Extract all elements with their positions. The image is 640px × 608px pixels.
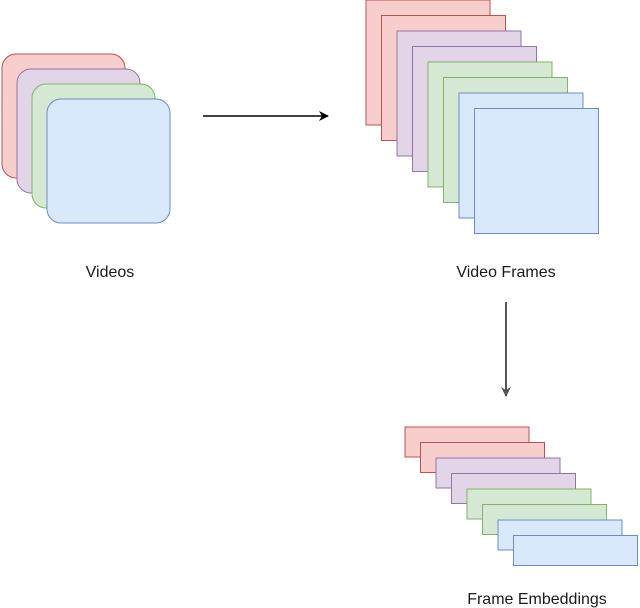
- frame-embedding: [513, 535, 638, 566]
- videos-stack: [1, 53, 171, 224]
- videos-label: Videos: [86, 264, 135, 281]
- video-frames-stack: [365, 0, 599, 234]
- video-card: [46, 98, 171, 224]
- video-frame: [474, 108, 599, 234]
- frame-embeddings-stack: [404, 426, 638, 566]
- video-frames-label: Video Frames: [456, 264, 555, 281]
- frame-embeddings-label: Frame Embeddings: [467, 591, 607, 608]
